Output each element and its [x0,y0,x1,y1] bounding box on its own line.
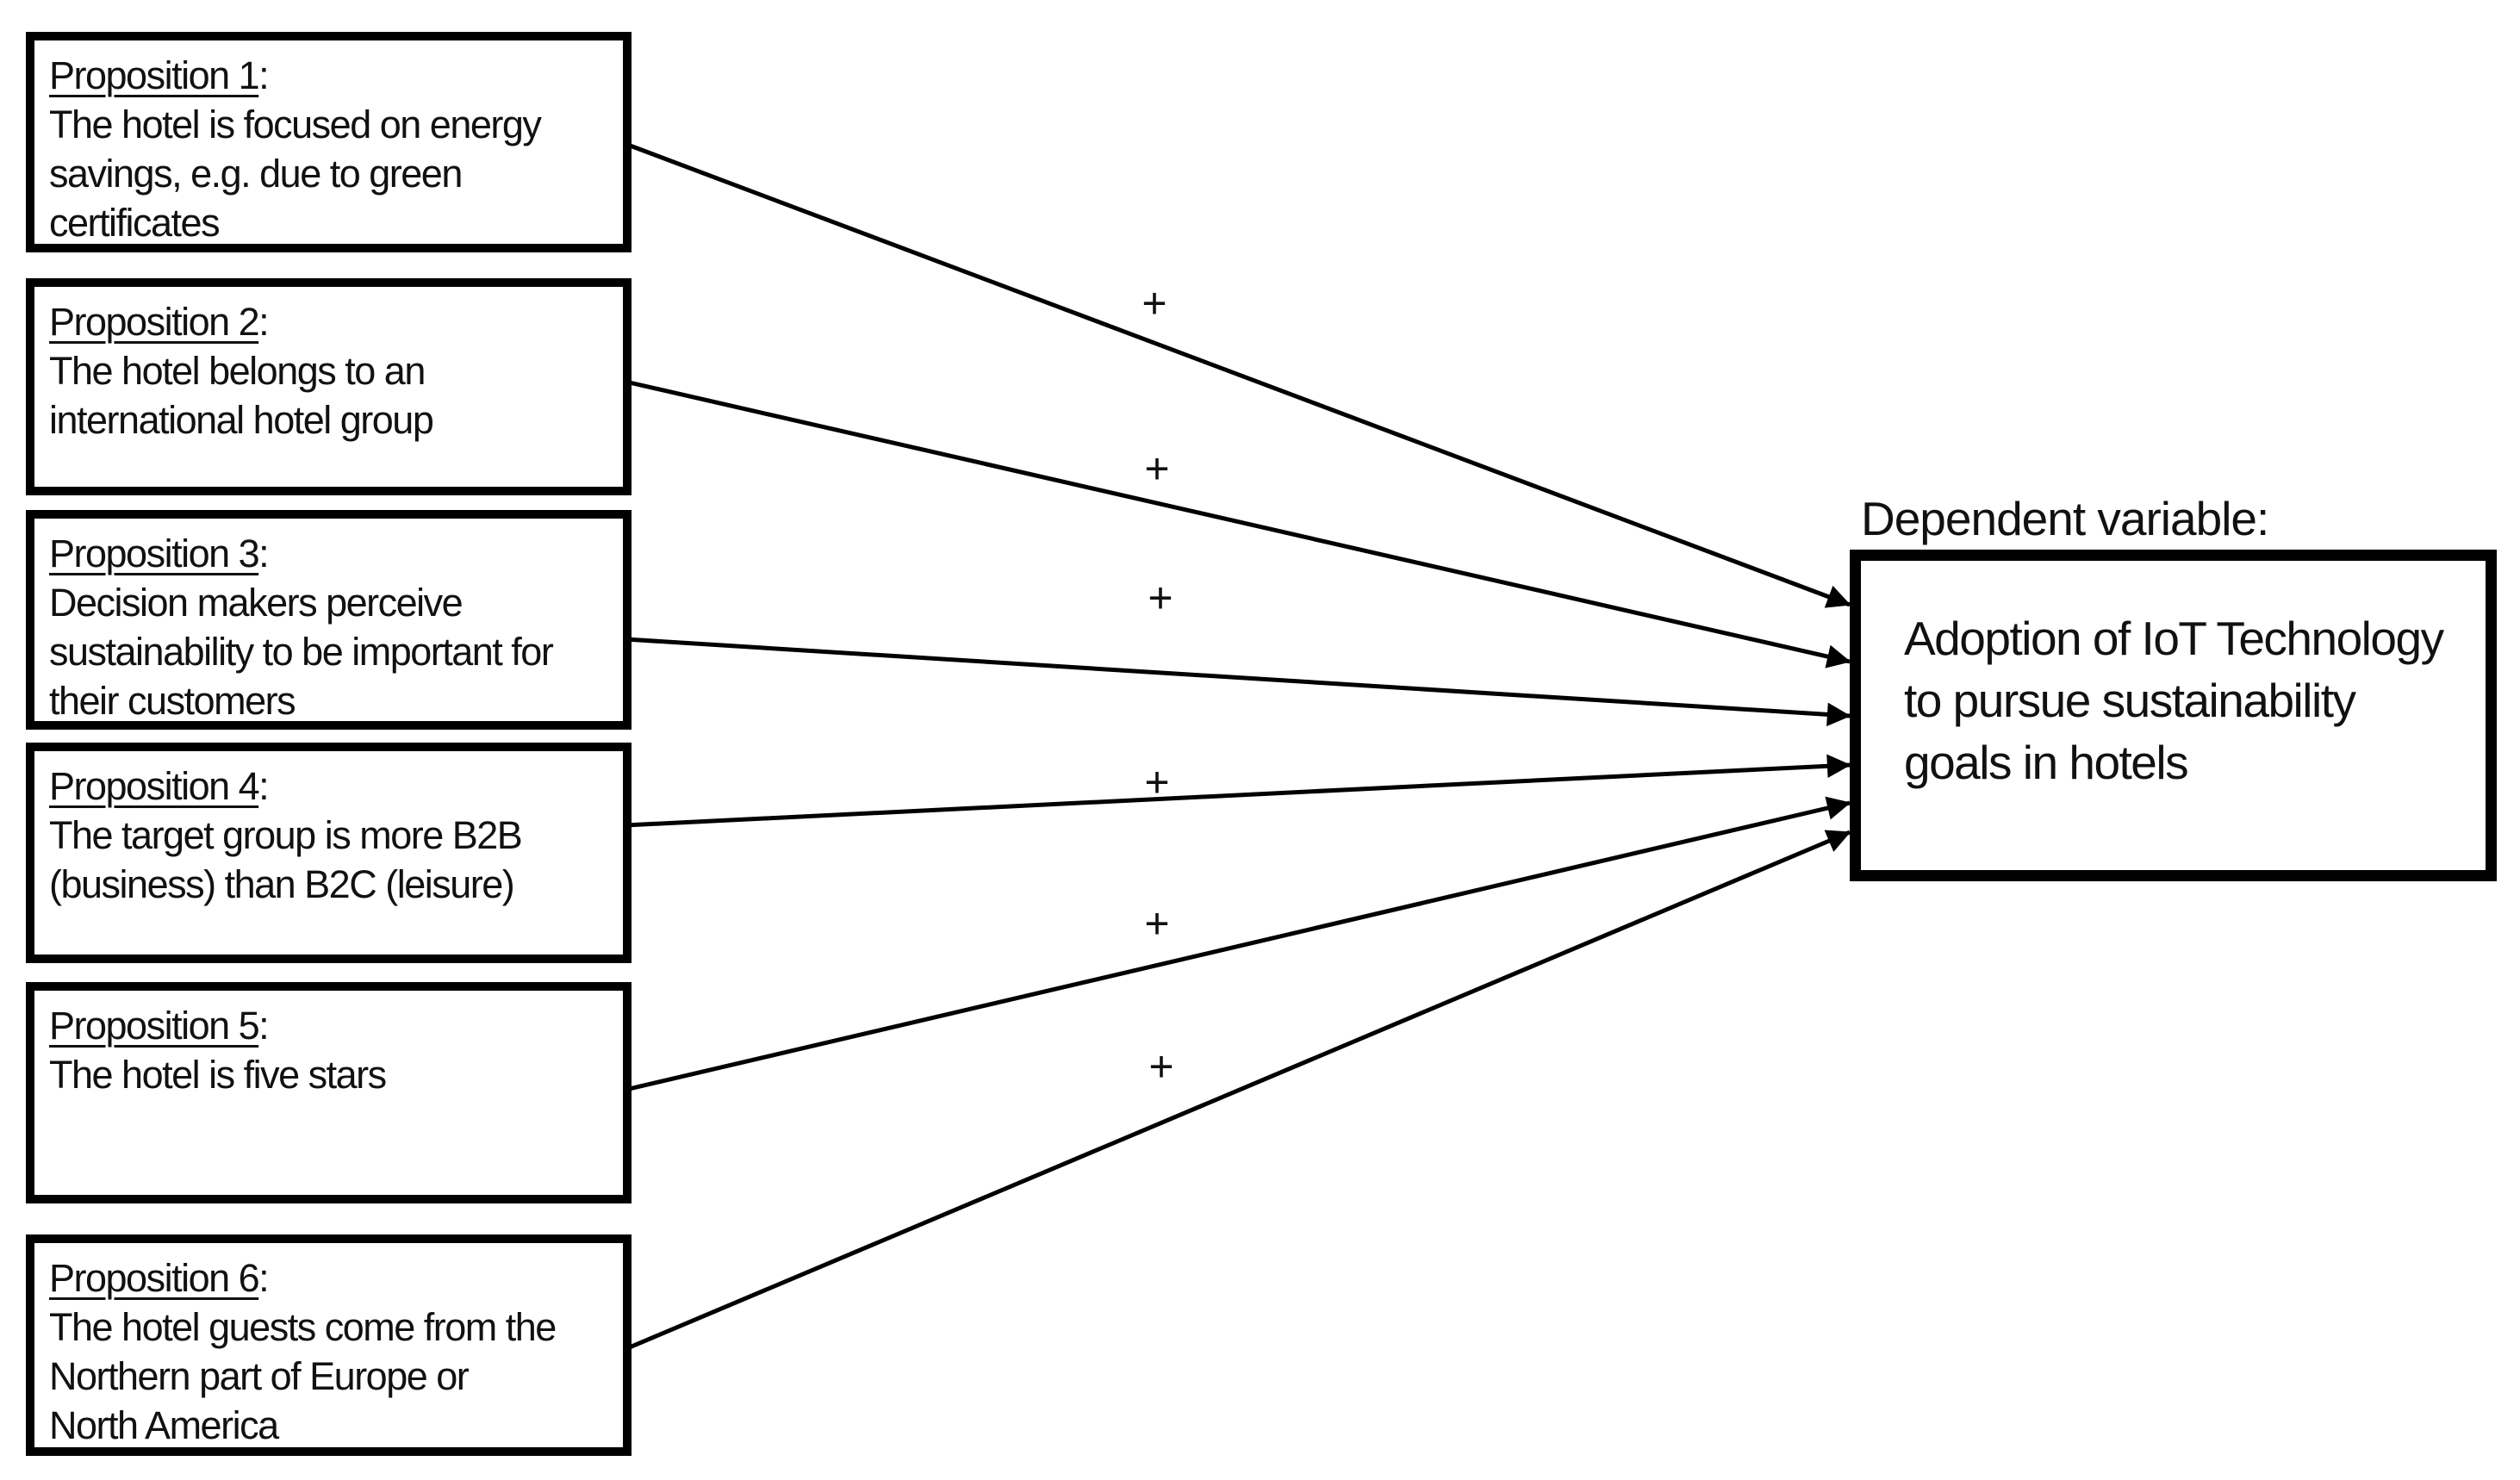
proposition-2-body: The hotel belongs to an international ho… [49,349,434,442]
proposition-3-title-colon: : [258,532,270,575]
plus-sign-3: + [1148,574,1173,622]
proposition-1-title-colon: : [258,53,270,97]
arrow-p6-to-dependent [625,830,1851,1352]
proposition-2-title: Proposition 2: [49,297,613,346]
proposition-5-box: Proposition 5: The hotel is five stars [26,982,632,1203]
proposition-3-title: Proposition 3: [49,529,613,578]
proposition-1-title-text: Proposition 1 [49,53,260,97]
proposition-2-box: Proposition 2: The hotel belongs to an i… [26,278,632,495]
proposition-2-title-text: Proposition 2 [49,300,260,344]
proposition-1-box: Proposition 1: The hotel is focused on e… [26,32,632,252]
proposition-3-title-text: Proposition 3 [49,532,260,575]
plus-sign-4: + [1144,758,1170,806]
plus-sign-1: + [1142,279,1167,327]
proposition-3-body: Decision makers perceive sustainability … [49,581,554,723]
plus-sign-6: + [1148,1042,1174,1091]
proposition-5-body: The hotel is five stars [49,1053,387,1097]
proposition-6-box: Proposition 6: The hotel guests come fro… [26,1234,632,1456]
dependent-variable-label: Dependent variable: [1861,492,2269,545]
proposition-5-title-text: Proposition 5 [49,1004,260,1048]
arrow-p2-to-dependent [625,379,1851,668]
dependent-variable-box: Adoption of IoT Technology to pursue sus… [1850,550,2497,881]
proposition-4-title-colon: : [258,764,270,808]
proposition-3-box: Proposition 3: Decision makers perceive … [26,510,632,730]
proposition-5-title-colon: : [258,1004,270,1048]
plus-sign-2: + [1144,445,1170,493]
proposition-1-body: The hotel is focused on energy savings, … [49,103,542,245]
plus-sign-5: + [1144,899,1170,948]
arrow-p5-to-dependent [625,796,1851,1092]
proposition-4-box: Proposition 4: The target group is more … [26,743,632,963]
proposition-4-title-text: Proposition 4 [49,764,260,808]
proposition-6-body: The hotel guests come from the Northern … [49,1305,557,1447]
proposition-5-title: Proposition 5: [49,1001,613,1050]
arrow-p4-to-dependent [625,754,1851,828]
arrow-p1-to-dependent [625,141,1851,608]
proposition-6-title-colon: : [258,1256,270,1300]
arrow-p3-to-dependent [625,637,1851,727]
dependent-variable-body: Adoption of IoT Technology to pursue sus… [1904,612,2444,789]
proposition-6-title: Proposition 6: [49,1253,613,1303]
proposition-4-body: The target group is more B2B (business) … [49,813,523,906]
proposition-2-title-colon: : [258,300,270,344]
proposition-1-title: Proposition 1: [49,51,613,100]
proposition-4-title: Proposition 4: [49,762,613,811]
proposition-6-title-text: Proposition 6 [49,1256,260,1300]
